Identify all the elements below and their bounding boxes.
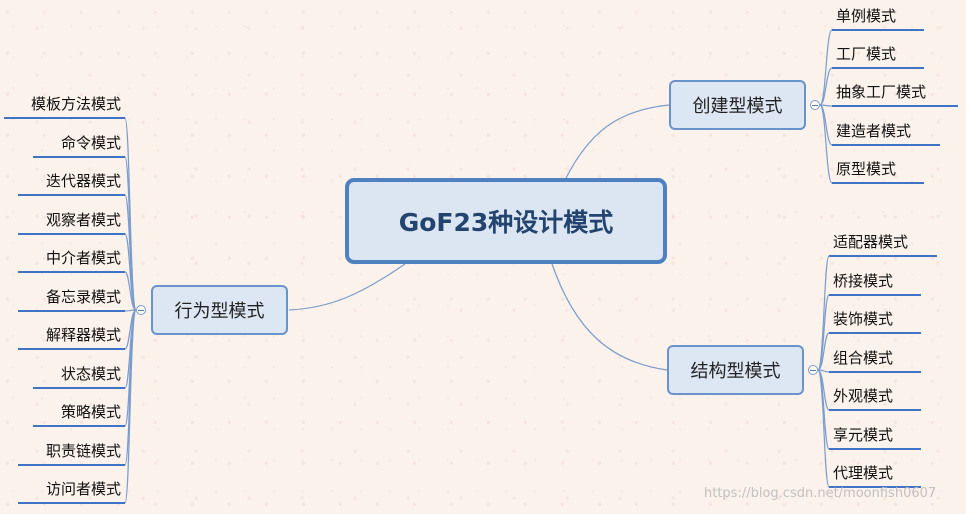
leaf-composite[interactable]: 组合模式	[829, 347, 921, 373]
leaf-builder[interactable]: 建造者模式	[832, 120, 940, 146]
watermark: https://blog.csdn.net/moonfish0607	[704, 486, 937, 501]
leaf-visitor[interactable]: 访问者模式	[18, 478, 125, 504]
branch-creational[interactable]: 创建型模式	[669, 80, 806, 130]
leaf-template-method[interactable]: 模板方法模式	[4, 93, 125, 119]
leaf-memento[interactable]: 备忘录模式	[18, 286, 125, 312]
leaf-command[interactable]: 命令模式	[33, 132, 125, 158]
leaf-observer[interactable]: 观察者模式	[18, 209, 125, 235]
collapse-structural-icon[interactable]	[808, 365, 818, 375]
collapse-behavioral-icon[interactable]	[136, 305, 146, 315]
leaf-interpreter[interactable]: 解释器模式	[18, 324, 125, 350]
leaf-connector	[817, 332, 830, 371]
root-label: GoF23种设计模式	[398, 208, 614, 237]
leaf-proxy[interactable]: 代理模式	[829, 462, 921, 488]
leaf-connector	[819, 67, 833, 106]
leaf-mediator[interactable]: 中介者模式	[18, 247, 125, 273]
leaf-state[interactable]: 状态模式	[33, 363, 125, 389]
leaf-connector	[819, 104, 833, 184]
leaf-prototype[interactable]: 原型模式	[832, 158, 924, 184]
branch-behavioral[interactable]: 行为型模式	[151, 285, 288, 335]
leaf-chain-of-responsibility[interactable]: 职责链模式	[18, 440, 125, 466]
leaf-connector	[124, 156, 137, 311]
leaf-adapter[interactable]: 适配器模式	[829, 231, 937, 257]
branch-behavioral-label: 行为型模式	[174, 301, 265, 322]
leaf-flyweight[interactable]: 享元模式	[829, 424, 921, 450]
leaf-factory[interactable]: 工厂模式	[832, 43, 924, 69]
collapse-creational-icon[interactable]	[810, 100, 820, 110]
leaf-connector	[817, 294, 830, 371]
leaf-facade[interactable]: 外观模式	[829, 385, 921, 411]
leaf-singleton[interactable]: 单例模式	[832, 5, 924, 31]
leaf-abstract-factory[interactable]: 抽象工厂模式	[832, 81, 958, 107]
leaf-decorator[interactable]: 装饰模式	[829, 308, 921, 334]
leaf-connector	[124, 309, 137, 504]
leaf-connector	[819, 29, 833, 106]
leaf-strategy[interactable]: 策略模式	[33, 401, 125, 427]
leaf-iterator[interactable]: 迭代器模式	[18, 170, 125, 196]
leaf-connector	[124, 271, 137, 311]
leaf-connector	[817, 369, 830, 488]
branch-creational-label: 创建型模式	[692, 96, 783, 117]
branch-structural[interactable]: 结构型模式	[667, 345, 804, 395]
leaf-bridge[interactable]: 桥接模式	[829, 270, 921, 296]
root-node[interactable]: GoF23种设计模式	[345, 178, 667, 264]
branch-structural-label: 结构型模式	[690, 361, 781, 382]
